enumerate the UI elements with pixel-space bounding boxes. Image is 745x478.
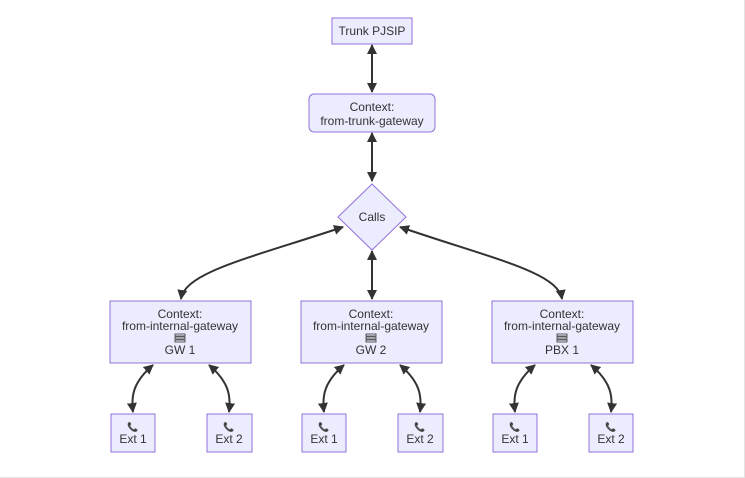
phone-icon: 📞 (223, 421, 235, 433)
edge-gw1-to-ext2 (208, 364, 236, 413)
ext-label: Ext 1 (501, 432, 529, 446)
gateway-line2: from-internal-gateway (504, 319, 620, 333)
trunk-context-node: Context: from-trunk-gateway (308, 93, 436, 133)
gateway-node-pbx1: Context: from-internal-gateway PBX 1 (491, 300, 634, 364)
ext-label: Ext 2 (597, 432, 625, 446)
ext-node-gw1-ext1: 📞 Ext 1 (110, 413, 156, 453)
gateway-node-gw2: Context: from-internal-gateway GW 2 (300, 300, 443, 364)
ext-node-gw1-ext2: 📞 Ext 2 (206, 413, 253, 453)
trunk-context-line2: from-trunk-gateway (320, 114, 423, 128)
edge-gw2-to-ext1 (317, 364, 345, 413)
phone-icon: 📞 (414, 421, 426, 433)
phone-icon: 📞 (318, 421, 330, 433)
edge-gw2-to-ext2 (399, 364, 427, 413)
edge-calls-to-gw1 (177, 225, 344, 300)
gateway-line2: from-internal-gateway (313, 319, 429, 333)
ext-label: Ext 2 (406, 432, 434, 446)
trunk-context-line1: Context: (350, 100, 395, 114)
ext-label: Ext 2 (215, 432, 243, 446)
edge-gw1-to-ext1 (126, 364, 154, 413)
gateway-node-gw1: Context: from-internal-gateway GW 1 (109, 300, 252, 364)
gateway-line1: Context: (349, 307, 394, 321)
gateway-line1: Context: (540, 307, 585, 321)
phone-icon: 📞 (127, 421, 139, 433)
gateway-line1: Context: (158, 307, 203, 321)
edge-pbx1-to-ext1 (508, 364, 536, 413)
server-icon (174, 333, 186, 343)
gateway-name: GW 2 (356, 343, 387, 357)
calls-decision-node: Calls (337, 183, 407, 251)
server-icon (365, 333, 377, 343)
trunk-node: Trunk PJSIP (331, 17, 413, 45)
ext-node-gw2-ext2: 📞 Ext 2 (397, 413, 444, 453)
trunk-label: Trunk PJSIP (339, 24, 406, 38)
ext-node-pbx1-ext2: 📞 Ext 2 (588, 413, 634, 453)
server-icon (556, 333, 568, 343)
ext-label: Ext 1 (119, 432, 147, 446)
edge-pbx1-to-ext2 (590, 364, 618, 413)
ext-node-pbx1-ext1: 📞 Ext 1 (492, 413, 538, 453)
ext-label: Ext 1 (310, 432, 338, 446)
ext-node-gw2-ext1: 📞 Ext 1 (301, 413, 347, 453)
calls-label: Calls (359, 210, 386, 224)
phone-icon: 📞 (509, 421, 521, 433)
edges-group (126, 44, 618, 413)
gateway-name: GW 1 (165, 343, 196, 357)
gateway-name: PBX 1 (545, 343, 579, 357)
edge-calls-to-pbx1 (399, 225, 566, 300)
gateway-line2: from-internal-gateway (122, 319, 238, 333)
phone-icon: 📞 (605, 421, 617, 433)
